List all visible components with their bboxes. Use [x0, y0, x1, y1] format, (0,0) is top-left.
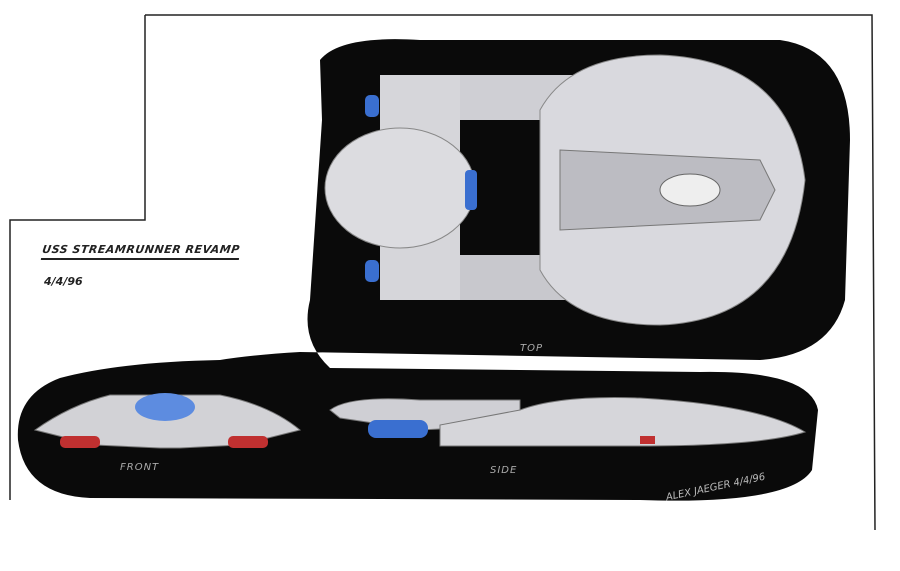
ship-top-view [324, 54, 806, 326]
frame-outline [9, 14, 876, 531]
ship-side-view [329, 397, 807, 447]
front-view-label: FRONT [120, 462, 160, 473]
drawing-date: 4/4/96 [44, 275, 83, 288]
side-view-label: SIDE [490, 465, 518, 476]
drawing-title: USS STREAMRUNNER REVAMP [40, 243, 241, 260]
top-view-label: TOP [520, 343, 544, 354]
ship-front-view [33, 393, 302, 449]
